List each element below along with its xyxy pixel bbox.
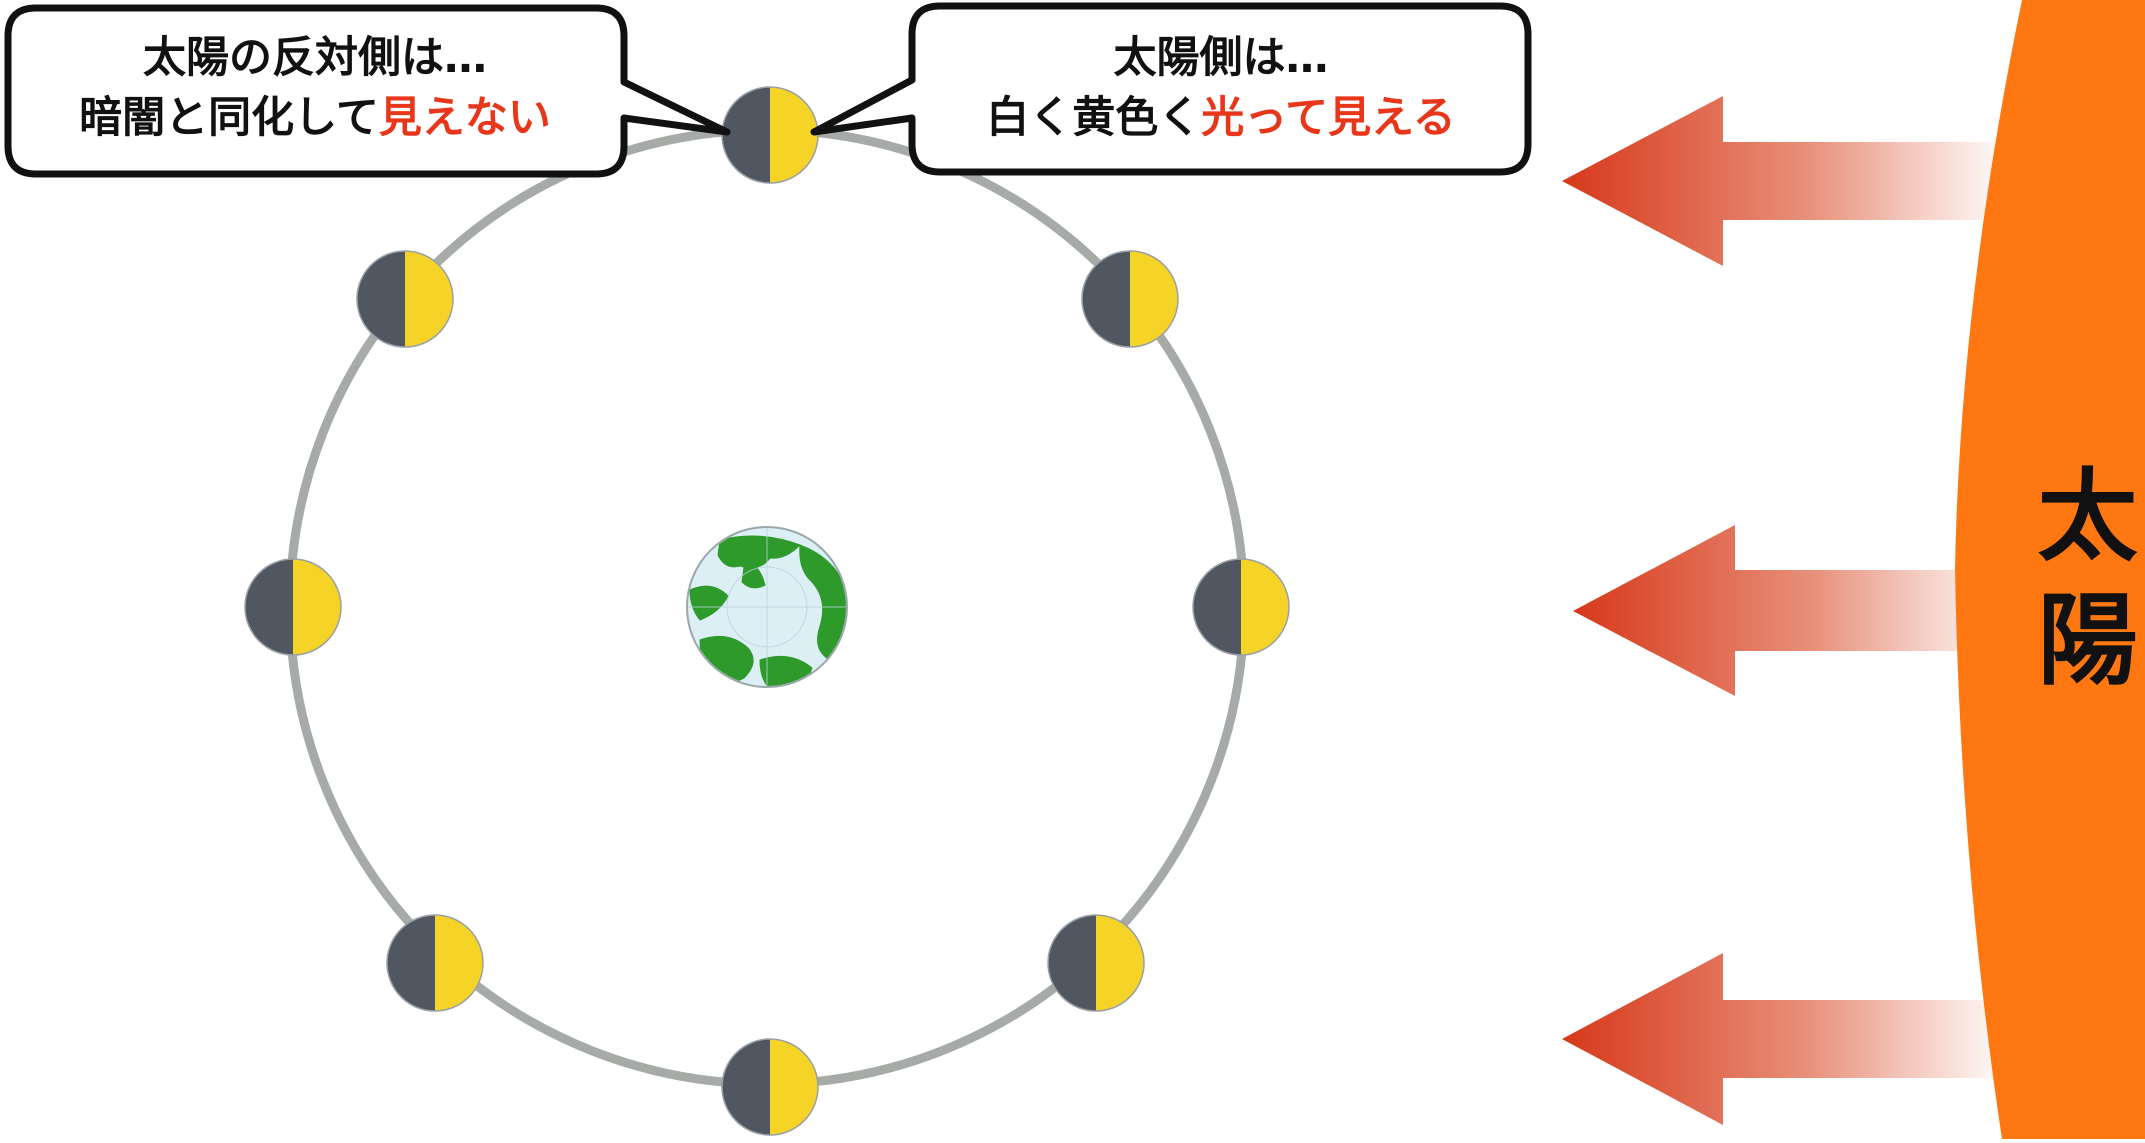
right-callout-line2-plain: 白く黄色く xyxy=(986,93,1202,143)
right-callout-bubble xyxy=(810,2,1532,176)
right-callout-line1: 太陽側は… xyxy=(1113,33,1329,83)
left-callout-line2-highlight: 見えない xyxy=(378,93,551,143)
left-callout-bubble xyxy=(4,4,731,178)
moon-icon xyxy=(721,86,819,184)
left-callout-line2: 暗闇と同化して見えない xyxy=(12,88,618,148)
moon-icon xyxy=(1081,250,1179,348)
sunlight-arrow-icon xyxy=(1562,953,2010,1125)
sun-label: 太 陽 xyxy=(2030,455,2145,703)
moon-icon xyxy=(386,914,484,1012)
moon-icon xyxy=(356,250,454,348)
left-callout-text: 太陽の反対側は… 暗闇と同化して見えない xyxy=(12,28,618,148)
moon-icon xyxy=(1192,558,1290,656)
moon-icon xyxy=(721,1038,819,1136)
sun-label-char-1: 太 xyxy=(2037,458,2138,575)
sun-label-char-2: 陽 xyxy=(2037,582,2138,699)
earth-icon xyxy=(686,526,848,688)
sunlight-arrow-icon xyxy=(1562,96,2010,266)
moon-icon xyxy=(244,558,342,656)
right-callout-text: 太陽側は… 白く黄色く光って見える xyxy=(915,28,1527,148)
left-callout-line2-plain: 暗闇と同化して xyxy=(79,93,379,143)
sun-shape xyxy=(1955,0,2145,1139)
left-callout-line1: 太陽の反対側は… xyxy=(143,33,487,83)
moon-icon xyxy=(1047,914,1145,1012)
right-callout-line2-highlight: 光って見える xyxy=(1201,93,1456,143)
sunlight-arrow-icon xyxy=(1573,525,2010,696)
right-callout-line2: 白く黄色く光って見える xyxy=(915,88,1527,148)
